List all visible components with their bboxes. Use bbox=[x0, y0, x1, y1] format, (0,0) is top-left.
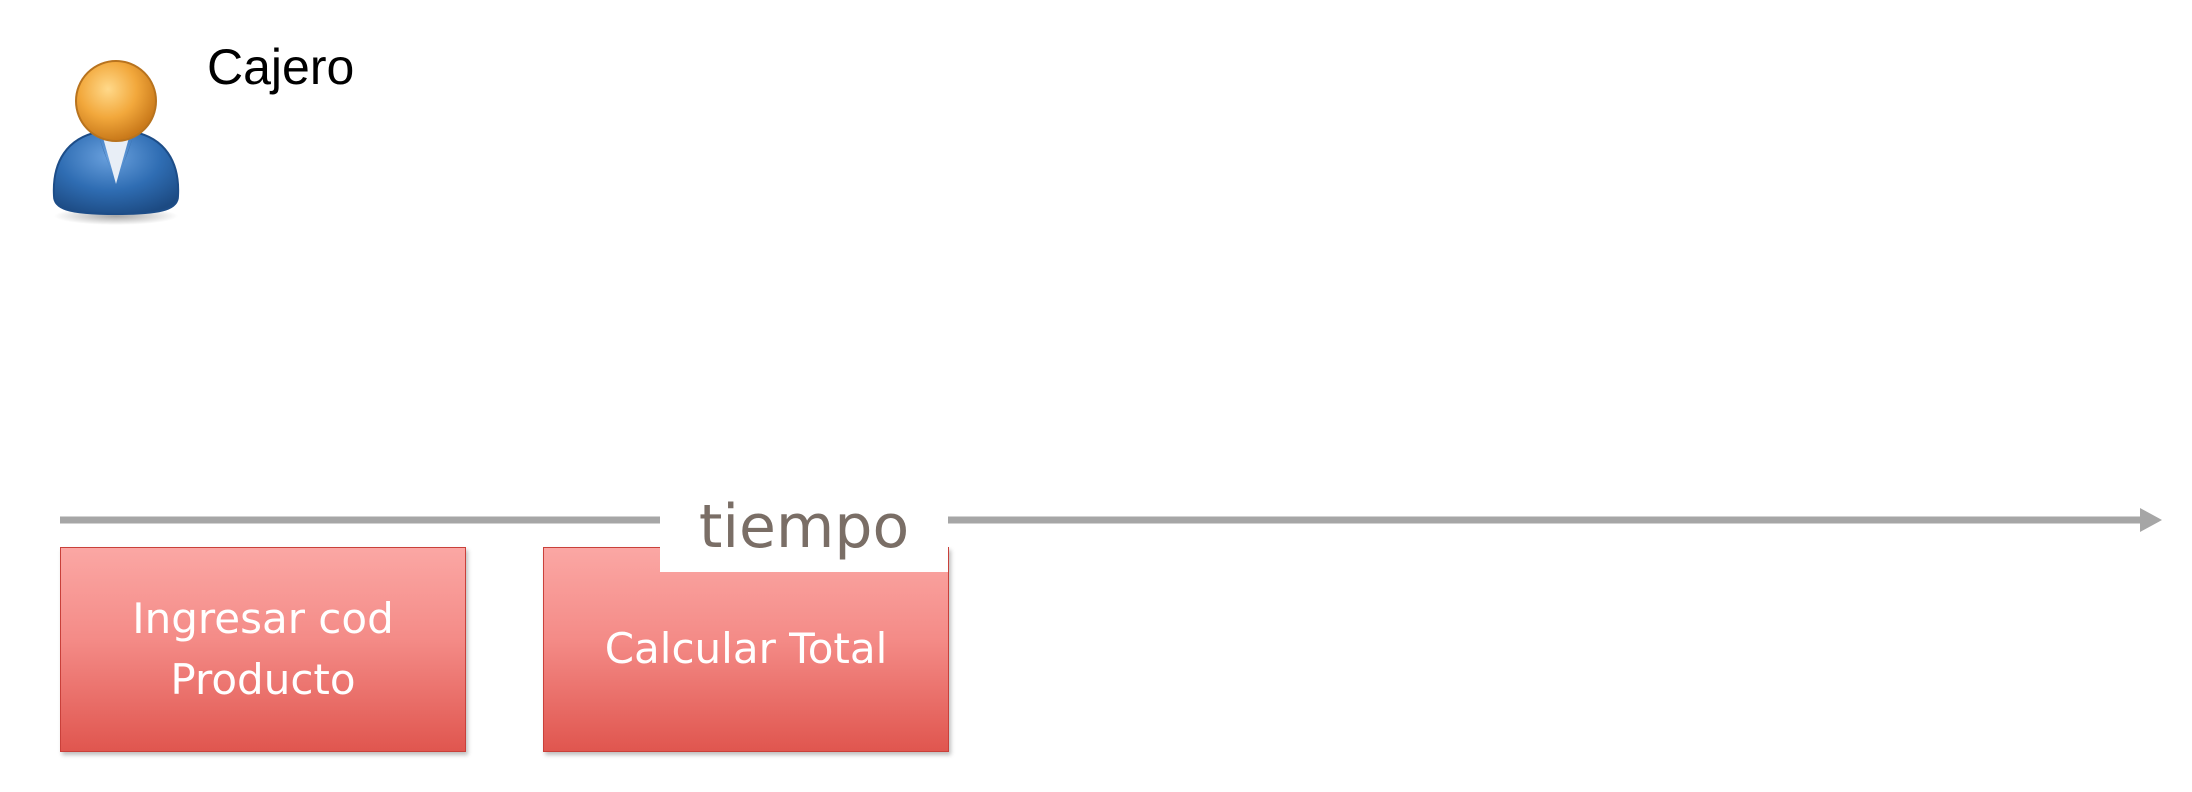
actor-figure bbox=[46, 56, 186, 226]
timeline-arrowhead bbox=[2140, 508, 2162, 532]
task-box-calcular-total: Calcular Total bbox=[543, 547, 949, 752]
timeline-label-box: tiempo bbox=[660, 484, 948, 572]
task-box-ingresar-cod-producto: Ingresar cod Producto bbox=[60, 547, 466, 752]
user-icon bbox=[52, 60, 180, 225]
timeline-label: tiempo bbox=[698, 492, 910, 562]
actor-label: Cajero bbox=[207, 39, 355, 95]
